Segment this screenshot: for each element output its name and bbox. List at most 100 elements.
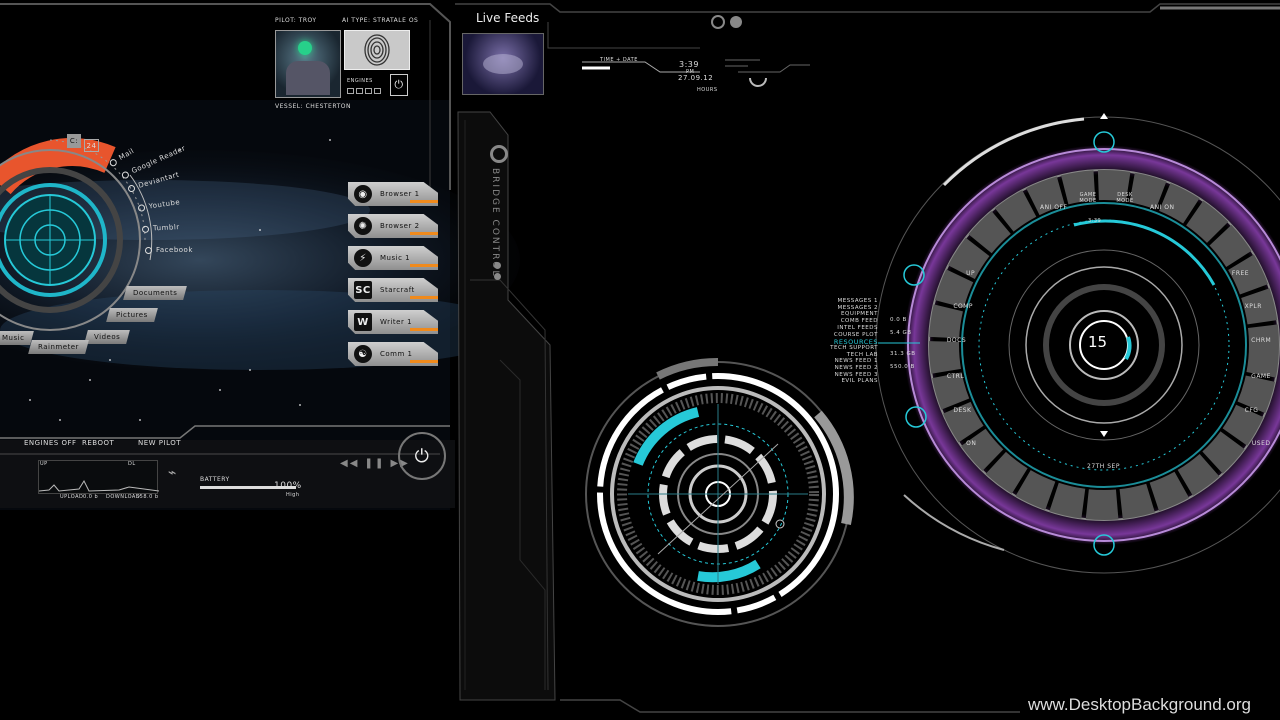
ring-right-used[interactable]: USED xyxy=(1251,440,1271,447)
app-button-comm-1[interactable]: ☯ Comm 1 xyxy=(348,342,438,366)
app-button-browser-2[interactable]: ✺ Browser 2 xyxy=(348,214,438,238)
ring-left-comp[interactable]: COMP xyxy=(953,302,974,310)
app-button-starcraft[interactable]: SC Starcraft xyxy=(348,278,438,302)
battery-state: High xyxy=(286,492,300,498)
side-menu-messages-1[interactable]: MESSAGES 1 xyxy=(837,298,878,304)
app-label: Browser 2 xyxy=(380,222,420,230)
ring-right-chrm[interactable]: CHRM xyxy=(1251,337,1272,345)
ring-right-game[interactable]: GAME xyxy=(1251,372,1271,380)
ring-left-up[interactable]: UP xyxy=(966,270,976,277)
count-badge: 24 xyxy=(84,139,99,152)
app-label: Starcraft xyxy=(380,286,415,294)
app-status-bar xyxy=(410,200,438,203)
side-menu-tech-lab[interactable]: TECH LAB xyxy=(846,351,878,358)
side-menu-comb-feed[interactable]: COMB FEED xyxy=(840,318,878,325)
side-menu-equipment[interactable]: EQUIPMENT xyxy=(841,311,878,318)
live-feeds-title: Live Feeds xyxy=(476,11,540,25)
vessel-label: VESSEL: CHESTERTON xyxy=(275,103,351,110)
disk-value: 0.0 B xyxy=(890,317,907,323)
network-graph xyxy=(38,460,160,494)
side-menu-evil-plans[interactable]: EVIL PLANS xyxy=(841,378,878,385)
usb-icon: ⌁ xyxy=(168,465,177,481)
download-value: 558.0 b xyxy=(136,494,159,500)
app-label: Browser 1 xyxy=(380,190,420,198)
up-label: UP xyxy=(40,461,48,467)
folder-videos[interactable]: Videos xyxy=(84,330,131,344)
link-bullet-icon xyxy=(141,225,150,233)
side-menu-messages-2[interactable]: MESSAGES 2 xyxy=(837,304,878,311)
ring-left-desk[interactable]: DESK xyxy=(953,407,972,415)
folder-rainmeter[interactable]: Rainmeter xyxy=(28,340,89,354)
bridge-dial-icon[interactable] xyxy=(490,145,508,163)
game-mode-button[interactable]: GAME MODE xyxy=(1079,192,1097,204)
power-icon[interactable]: ⏻ xyxy=(390,74,408,96)
ai-type-label: AI TYPE: STRATALE OS xyxy=(342,17,419,24)
engines-off-button[interactable]: ENGINES OFF xyxy=(24,439,77,447)
new-pilot-button[interactable]: NEW PILOT xyxy=(138,439,182,447)
ring-left-on[interactable]: ON xyxy=(966,440,977,447)
ring-date: 27TH SEP xyxy=(1087,463,1120,470)
battery-bar xyxy=(200,486,296,489)
yin-yang-icon: ☯ xyxy=(354,345,372,363)
ani-off-button[interactable]: ANI OFF xyxy=(1040,204,1068,211)
ring-right-free[interactable]: FREE xyxy=(1231,270,1250,277)
center-gauge xyxy=(585,357,854,627)
side-menu-news-feed-3[interactable]: NEWS FEED 3 xyxy=(834,371,878,378)
bridge-dot-1[interactable] xyxy=(494,262,501,269)
folder-music[interactable]: Music xyxy=(0,331,35,345)
ani-on-button[interactable]: ANI ON xyxy=(1150,204,1175,211)
desk-mode-button[interactable]: DESK MODE xyxy=(1116,192,1134,204)
side-menu-course-plot[interactable]: COURSE PLOT xyxy=(833,331,878,338)
app-status-bar xyxy=(410,360,438,363)
bridge-control-label: BRIDGE CONTROL xyxy=(490,168,500,278)
side-menu-resources[interactable]: RESOURCES xyxy=(833,338,878,347)
app-status-bar xyxy=(410,264,438,267)
watermark: www.DesktopBackground.org xyxy=(1028,695,1252,714)
clock-time: 3:39 xyxy=(679,60,699,69)
folder-documents[interactable]: Documents xyxy=(123,286,188,300)
bridge-dot-2[interactable] xyxy=(494,273,501,280)
media-controls[interactable]: ◀◀ ❚❚ ▶▶ xyxy=(340,458,410,469)
quick-link-facebook[interactable]: Facebook xyxy=(145,246,193,254)
main-ring xyxy=(875,113,1280,574)
side-menu-news-feed-2[interactable]: NEWS FEED 2 xyxy=(834,365,878,371)
download-label: DOWNLOAD xyxy=(106,494,141,500)
app-button-browser-1[interactable]: ◉ Browser 1 xyxy=(348,182,438,206)
app-label: Comm 1 xyxy=(380,350,413,358)
live-feed-thumbnail[interactable] xyxy=(462,33,544,95)
battery-percent: 100% xyxy=(274,481,302,491)
app-button-music-1[interactable]: ⚡Music 1 xyxy=(348,246,438,270)
folder-pictures[interactable]: Pictures xyxy=(106,308,158,322)
ring-right-cfg[interactable]: CFG xyxy=(1244,407,1259,415)
ring-left-docs[interactable]: DOCS xyxy=(946,337,967,345)
chrome-icon: ◉ xyxy=(354,185,372,203)
ring-time: 3:39 xyxy=(1088,218,1102,224)
radar-widget xyxy=(0,138,153,331)
link-bullet-icon xyxy=(145,246,152,254)
app-status-bar xyxy=(410,328,438,331)
ring-center-value: 15 xyxy=(1088,333,1108,351)
side-menu-news-feed-1[interactable]: NEWS FEED 1 xyxy=(834,358,878,365)
hours-label: HOURS xyxy=(697,87,718,93)
pilot-label: PILOT: TROY xyxy=(275,17,317,24)
power-button[interactable]: ⏻ xyxy=(398,432,446,480)
ring-left-ctrl[interactable]: CTRL xyxy=(946,372,965,380)
disk-value: 550.0 B xyxy=(890,364,915,370)
writer-icon: W xyxy=(354,313,372,331)
reboot-button[interactable]: REBOOT xyxy=(82,439,115,447)
firefox-icon: ✺ xyxy=(354,217,372,235)
side-menu-tech-support[interactable]: TECH SUPPORT xyxy=(830,344,878,351)
clock-ampm: PM xyxy=(686,69,695,75)
link-bullet-icon xyxy=(137,203,146,212)
pilot-avatar xyxy=(275,30,341,98)
app-status-bar xyxy=(410,296,438,299)
battery-label: BATTERY xyxy=(200,476,230,483)
side-menu-intel-feeds[interactable]: INTEL FEEDS xyxy=(837,324,878,331)
drive-badge[interactable]: C: xyxy=(67,134,81,148)
ring-right-xplr[interactable]: XPLR xyxy=(1244,302,1262,310)
fingerprint-icon[interactable] xyxy=(344,30,410,70)
disk-value: 5.4 GB xyxy=(890,330,912,336)
starcraft-icon: SC xyxy=(354,281,372,299)
